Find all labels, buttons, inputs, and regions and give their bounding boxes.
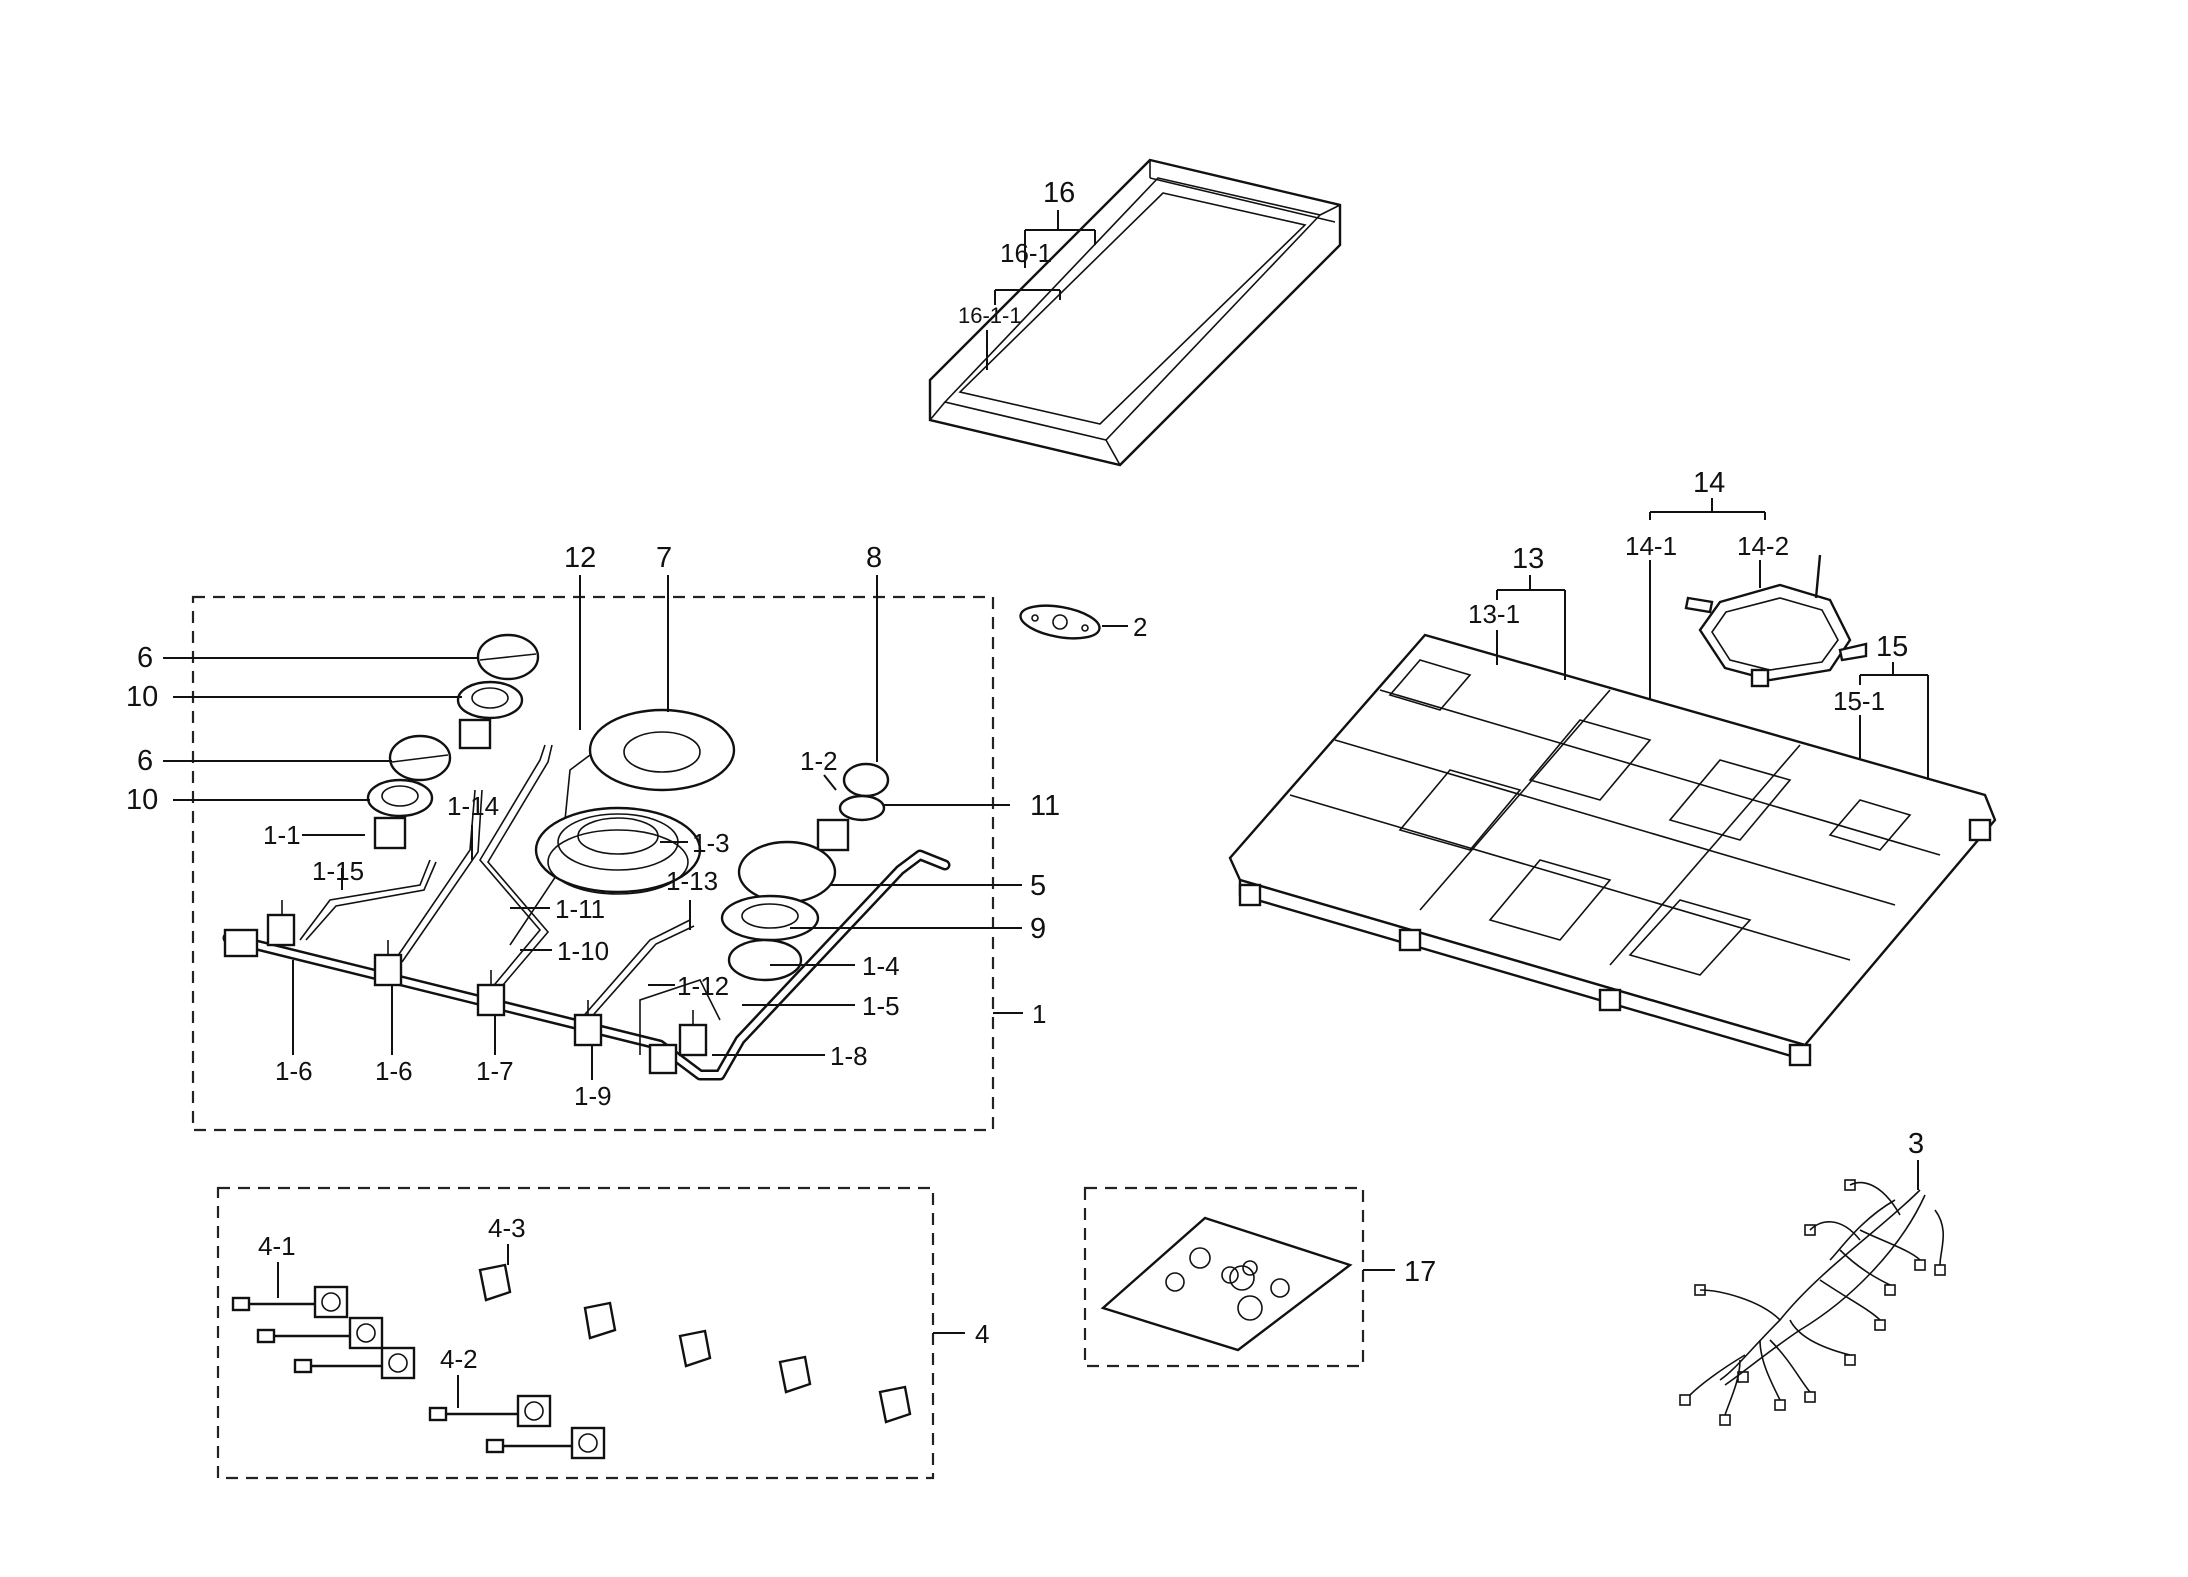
wok-ring-part-14 bbox=[1684, 554, 1868, 688]
burner-right-large bbox=[720, 840, 837, 982]
label-14-2: 14-2 bbox=[1737, 531, 1789, 561]
label-15: 15 bbox=[1876, 631, 1908, 663]
label-10-bottom: 10 bbox=[126, 784, 158, 816]
label-1-4: 1-4 bbox=[862, 951, 900, 981]
label-13: 13 bbox=[1512, 543, 1544, 575]
label-12: 12 bbox=[564, 542, 596, 574]
label-16: 16 bbox=[1043, 177, 1075, 209]
label-1-7: 1-7 bbox=[476, 1056, 514, 1086]
ignition-switches bbox=[231, 1285, 606, 1460]
burner-left-top bbox=[456, 633, 540, 750]
label-4-1: 4-1 bbox=[258, 1231, 296, 1261]
label-6-bottom: 6 bbox=[137, 745, 153, 777]
cooktop-label-sheet bbox=[1100, 1216, 1353, 1352]
label-1-11: 1-11 bbox=[555, 894, 605, 924]
gasket-part-2 bbox=[1019, 604, 1128, 640]
label-4-2: 4-2 bbox=[440, 1344, 478, 1374]
label-3: 3 bbox=[1908, 1128, 1924, 1160]
wire-harness-part-3 bbox=[1679, 1160, 1946, 1426]
burner-left-bottom bbox=[366, 734, 452, 850]
label-1-1: 1-1 bbox=[263, 820, 301, 850]
label-17: 17 bbox=[1404, 1256, 1436, 1288]
group-1-leaders bbox=[163, 575, 1022, 1080]
label-4-3: 4-3 bbox=[488, 1213, 526, 1243]
label-11: 11 bbox=[1030, 790, 1060, 822]
label-6-top: 6 bbox=[137, 642, 153, 674]
group-1-boundary bbox=[191, 595, 995, 1132]
label-1-14: 1-14 bbox=[447, 791, 499, 821]
label-1-5: 1-5 bbox=[862, 991, 900, 1021]
griddle-part-16 bbox=[928, 158, 1342, 467]
leader-15 bbox=[1859, 662, 1929, 780]
label-4: 4 bbox=[975, 1319, 989, 1349]
knob-housings bbox=[478, 1263, 912, 1424]
label-1-15: 1-15 bbox=[312, 856, 364, 886]
label-15-1: 15-1 bbox=[1833, 686, 1885, 716]
leader-16 bbox=[986, 210, 1096, 370]
label-1-10: 1-10 bbox=[557, 936, 609, 966]
group-17-boundary bbox=[1083, 1186, 1365, 1368]
label-1-8: 1-8 bbox=[830, 1041, 868, 1071]
label-1-6-a: 1-6 bbox=[275, 1056, 313, 1086]
label-5: 5 bbox=[1030, 870, 1046, 902]
valves bbox=[223, 900, 708, 1075]
label-16-1-1: 16-1-1 bbox=[958, 303, 1022, 328]
label-1-3: 1-3 bbox=[692, 828, 730, 858]
label-14-1: 14-1 bbox=[1625, 531, 1677, 561]
leader-14 bbox=[1649, 498, 1766, 705]
label-10-top: 10 bbox=[126, 681, 158, 713]
label-9: 9 bbox=[1030, 913, 1046, 945]
label-16-1: 16-1 bbox=[1000, 238, 1052, 268]
label-7: 7 bbox=[656, 542, 672, 574]
label-1-6-b: 1-6 bbox=[375, 1056, 413, 1086]
group-4-leaders bbox=[277, 1244, 509, 1408]
label-1: 1 bbox=[1032, 999, 1046, 1029]
burner-right-small bbox=[816, 762, 890, 852]
leader-13 bbox=[1496, 575, 1566, 680]
label-1-2: 1-2 bbox=[800, 746, 838, 776]
label-8: 8 bbox=[866, 542, 882, 574]
label-14: 14 bbox=[1693, 467, 1725, 499]
grates-part-13-15 bbox=[1228, 633, 1997, 1067]
label-1-12: 1-12 bbox=[677, 971, 729, 1001]
label-13-1: 13-1 bbox=[1468, 599, 1520, 629]
label-1-13: 1-13 bbox=[666, 866, 718, 896]
label-1-9: 1-9 bbox=[574, 1081, 612, 1111]
label-2: 2 bbox=[1133, 612, 1147, 642]
burner-center bbox=[534, 708, 736, 895]
